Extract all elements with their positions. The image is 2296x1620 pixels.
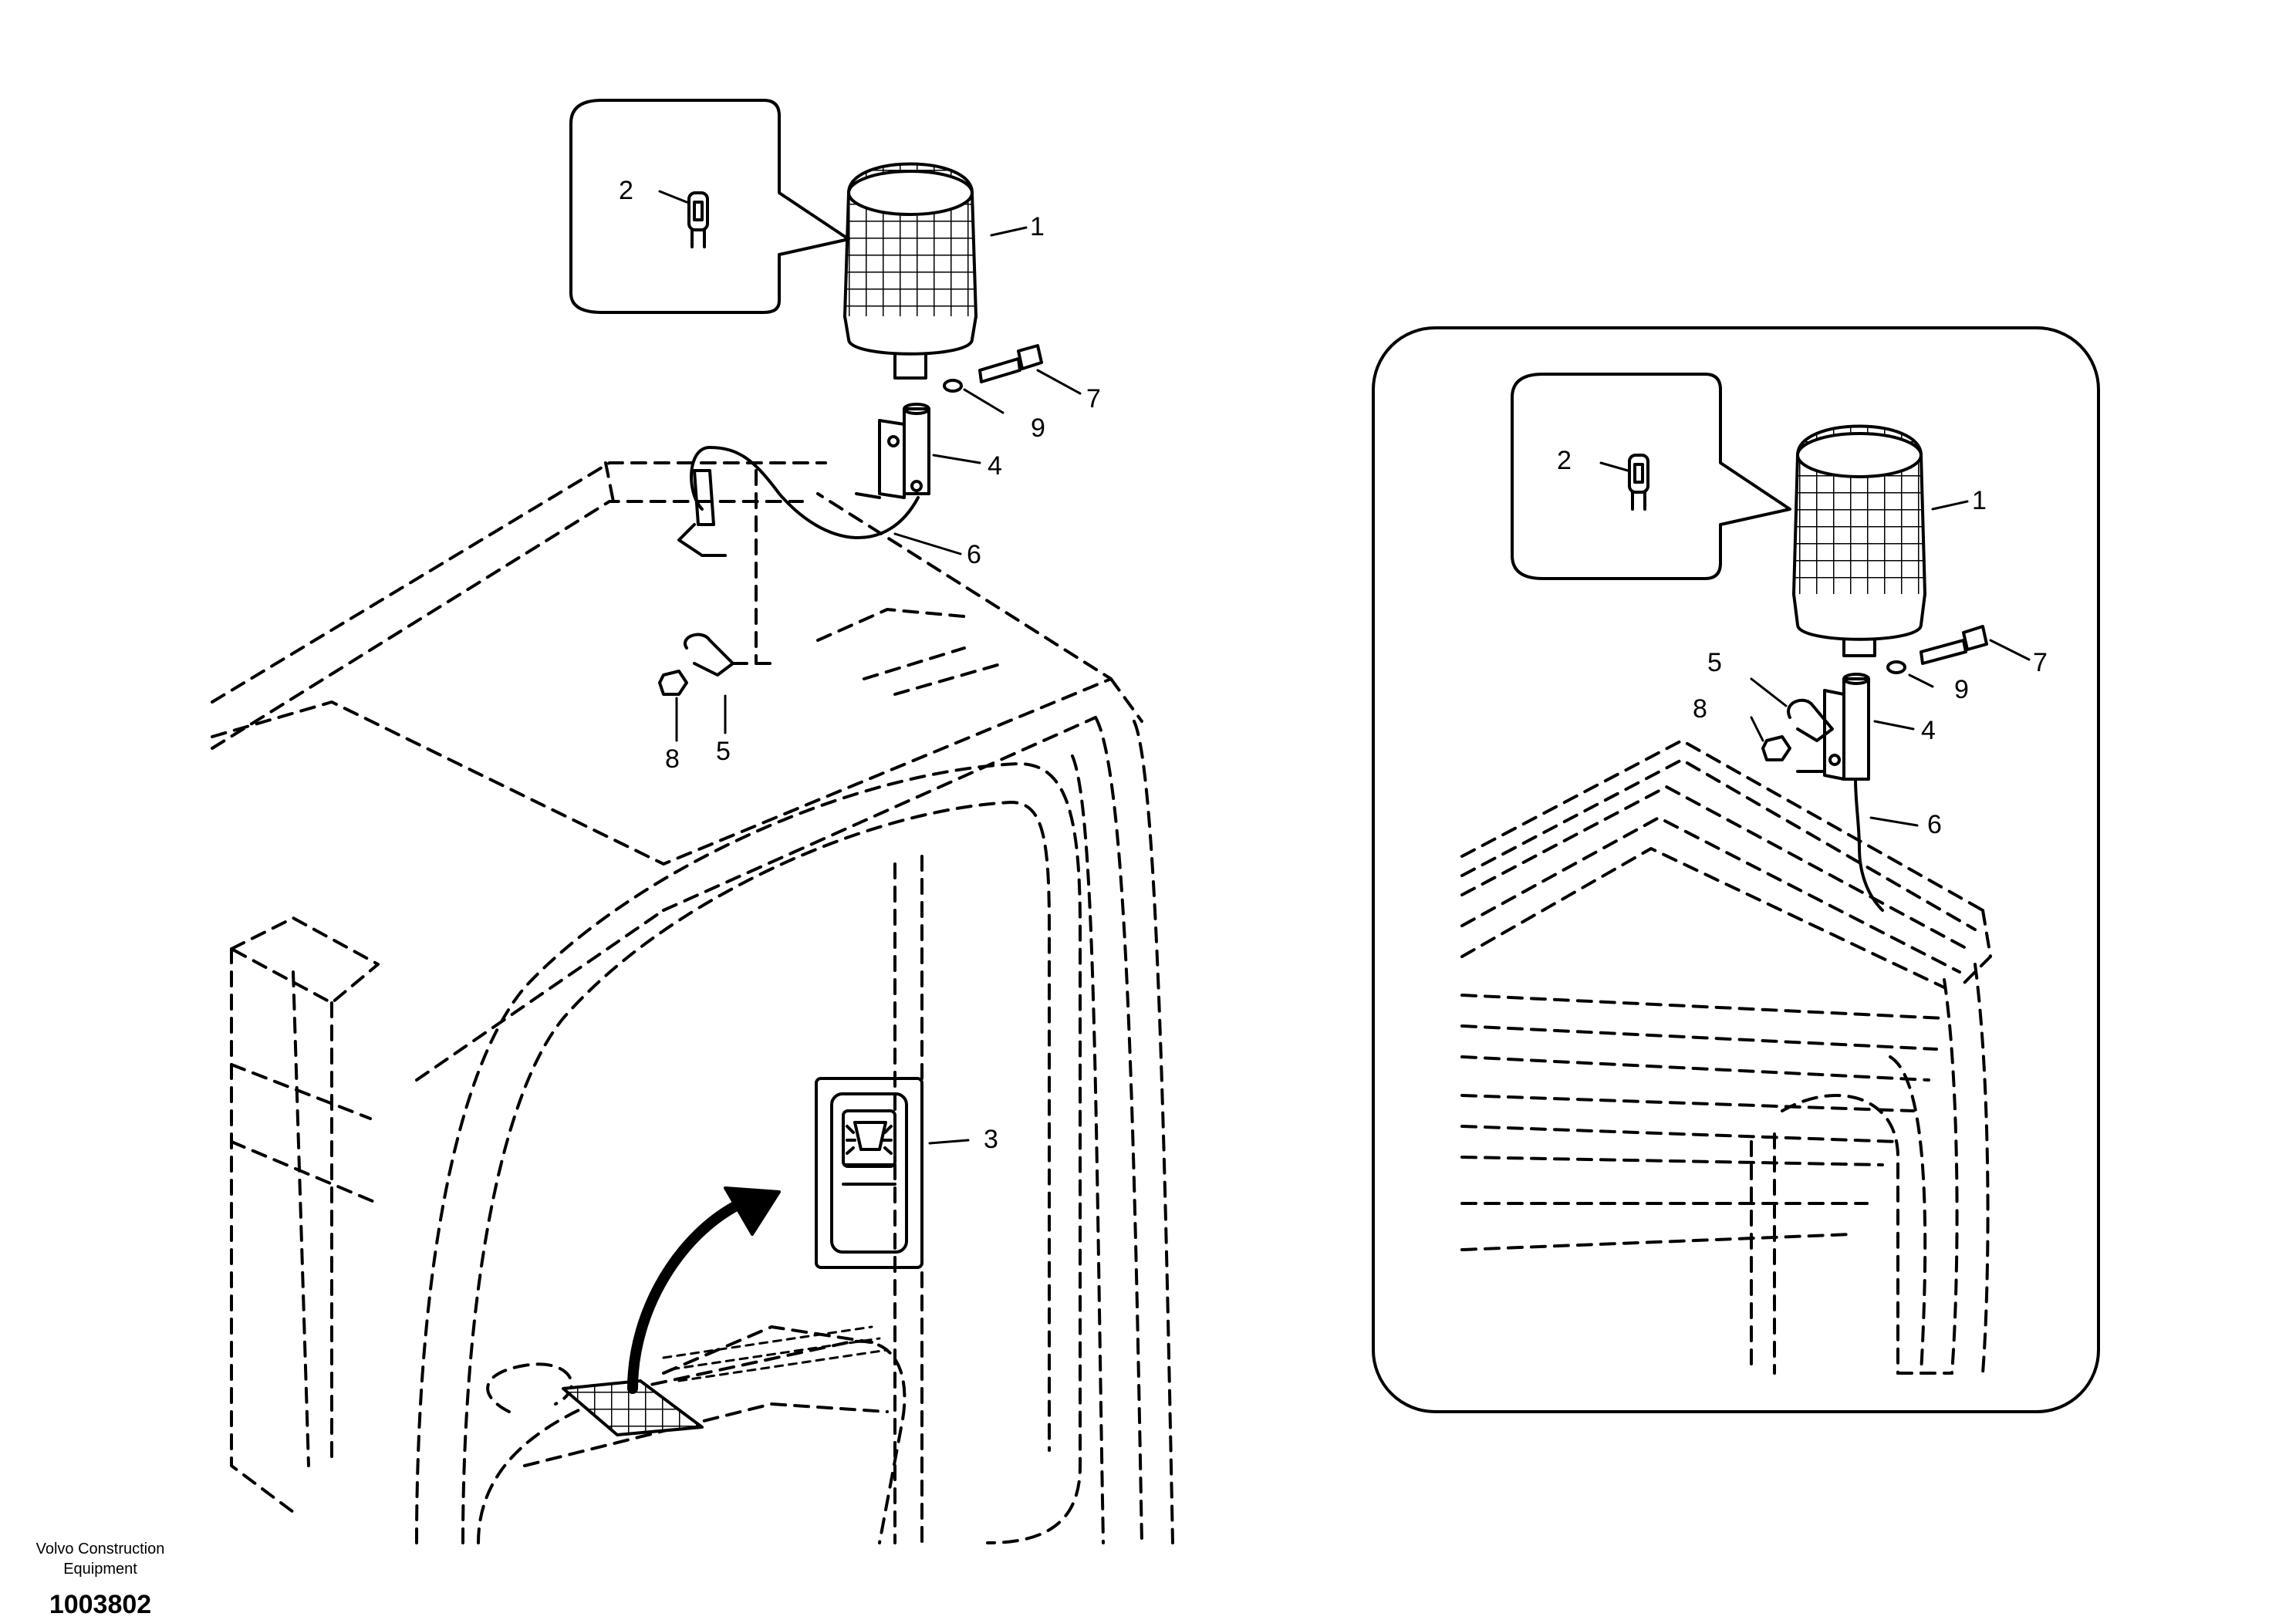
- callout-inset-6: 6: [1927, 810, 1942, 839]
- bracket-inset: [1796, 673, 1870, 781]
- cable-inset: [1854, 778, 1884, 912]
- connector-main: [677, 469, 727, 557]
- callout-inset-2: 2: [1557, 446, 1572, 475]
- bulb-inset: [1628, 454, 1649, 511]
- callout-main-3: 3: [984, 1125, 998, 1154]
- bulb-bubble-inset: [1511, 373, 1791, 580]
- control-panel-grille: [662, 1325, 889, 1382]
- callout-main-7: 7: [1086, 384, 1101, 413]
- clamp-inset: [1787, 698, 1834, 742]
- callout-inset-1: 1: [1972, 486, 1987, 515]
- canopy-detail: [1460, 739, 1992, 1375]
- callout-inset-5: 5: [1707, 648, 1722, 677]
- company-name-line2: Equipment: [63, 1561, 137, 1578]
- bolt-main: [943, 344, 1043, 393]
- bulb-main: [687, 191, 709, 248]
- callout-inset-4: 4: [1921, 716, 1936, 745]
- bracket-main: [855, 403, 930, 499]
- callout-main-1: 1: [1030, 212, 1045, 241]
- detail-frame: [1372, 326, 2100, 1413]
- company-name-line1: Volvo Construction: [35, 1541, 165, 1558]
- callout-main-4: 4: [988, 451, 1002, 481]
- cable-main: [690, 446, 920, 540]
- callout-main-2: 2: [619, 176, 633, 205]
- switch-location: [562, 1379, 704, 1436]
- callout-inset-8: 8: [1693, 694, 1707, 724]
- beacon-main: [843, 162, 977, 380]
- nut-inset: [1761, 735, 1791, 761]
- location-arrow: [627, 1186, 781, 1394]
- leaders-main: [658, 190, 1082, 1145]
- drawing-number: 1003802: [49, 1590, 152, 1619]
- callout-inset-7: 7: [2033, 648, 2048, 677]
- clamp-main: [684, 633, 734, 677]
- cab-outline: [211, 461, 1174, 1544]
- callout-main-8: 8: [665, 744, 680, 774]
- footer: Volvo Construction Equipment 1003802: [23, 1539, 177, 1620]
- bolt-inset: [1886, 625, 1988, 674]
- leaders-inset: [1599, 461, 2031, 827]
- callout-main-9: 9: [1031, 413, 1045, 443]
- callout-main-6: 6: [967, 540, 981, 569]
- beacon-inset: [1792, 424, 1926, 657]
- nut-main: [658, 670, 688, 696]
- switch-detail: [815, 1077, 923, 1269]
- bulb-bubble-main: [569, 99, 850, 314]
- callout-inset-9: 9: [1954, 675, 1969, 704]
- callout-main-5: 5: [716, 737, 731, 766]
